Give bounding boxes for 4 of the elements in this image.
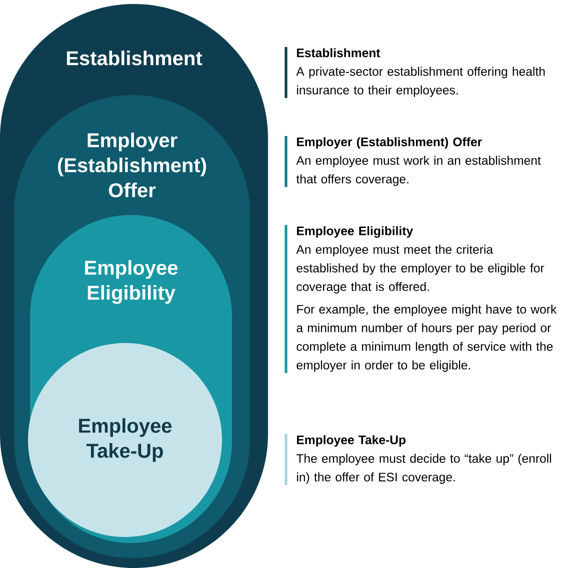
description-block: Employee Eligibility An employee must meet the criteria established by the employer to be eligible for coverage that is offered. For example, the employee might have to work a minimum number of hours per pay period or complete a minimum length of service with the employer in order to be eligible.	[284, 225, 557, 374]
description-block: Establishment A private-sector establishment offering health insurance to their employees.	[284, 47, 545, 98]
description-block: Employee Take-Up The employee must decide to “take up” (enroll in) the offer of ESI coverage.	[284, 434, 552, 486]
description-block: Employer (Establishment) Offer An employee must work in an establishment that offers coverage.	[284, 136, 541, 188]
